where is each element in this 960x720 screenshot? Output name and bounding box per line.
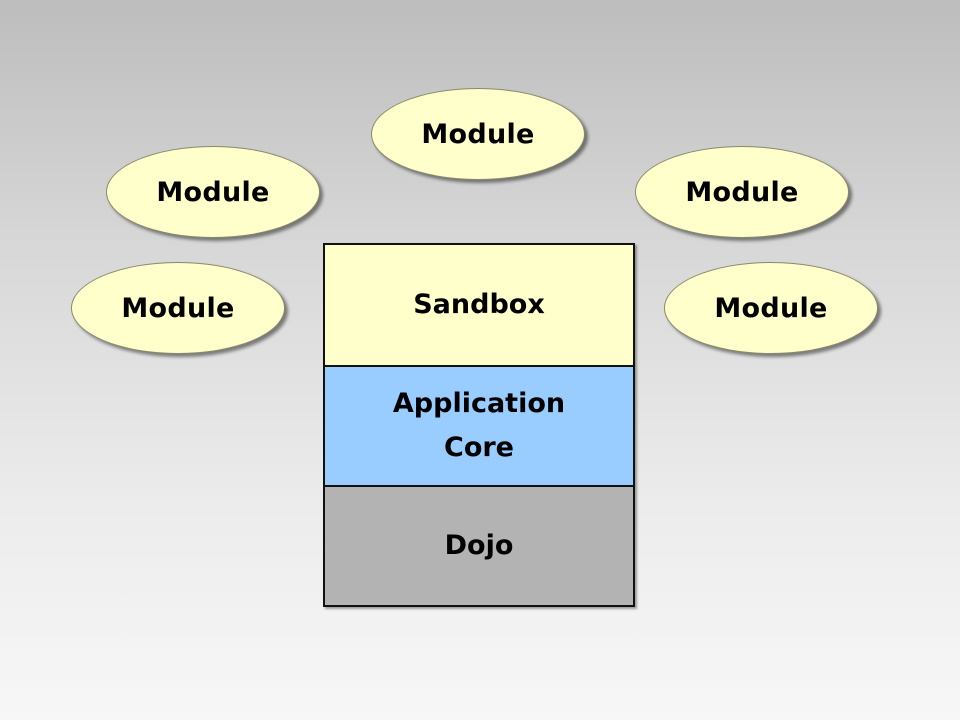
sandbox-label: Sandbox [413, 289, 545, 320]
module-lower-right: Module [664, 262, 878, 354]
sandbox-layer: Sandbox [325, 245, 633, 365]
module-label: Module [421, 118, 535, 150]
dojo-layer: Dojo [325, 485, 633, 605]
module-upper-left: Module [106, 146, 320, 238]
module-label: Module [121, 292, 235, 324]
architecture-stack: Sandbox Application Core Dojo [323, 243, 635, 607]
application-core-label-line2: Core [444, 432, 514, 463]
module-label: Module [685, 176, 799, 208]
application-core-label-line1: Application [392, 388, 566, 419]
dojo-label: Dojo [444, 530, 514, 561]
application-core-layer: Application Core [325, 365, 633, 485]
module-top-center: Module [371, 88, 585, 180]
module-lower-left: Module [71, 262, 285, 354]
module-label: Module [156, 176, 270, 208]
module-upper-right: Module [635, 146, 849, 238]
module-label: Module [714, 292, 828, 324]
